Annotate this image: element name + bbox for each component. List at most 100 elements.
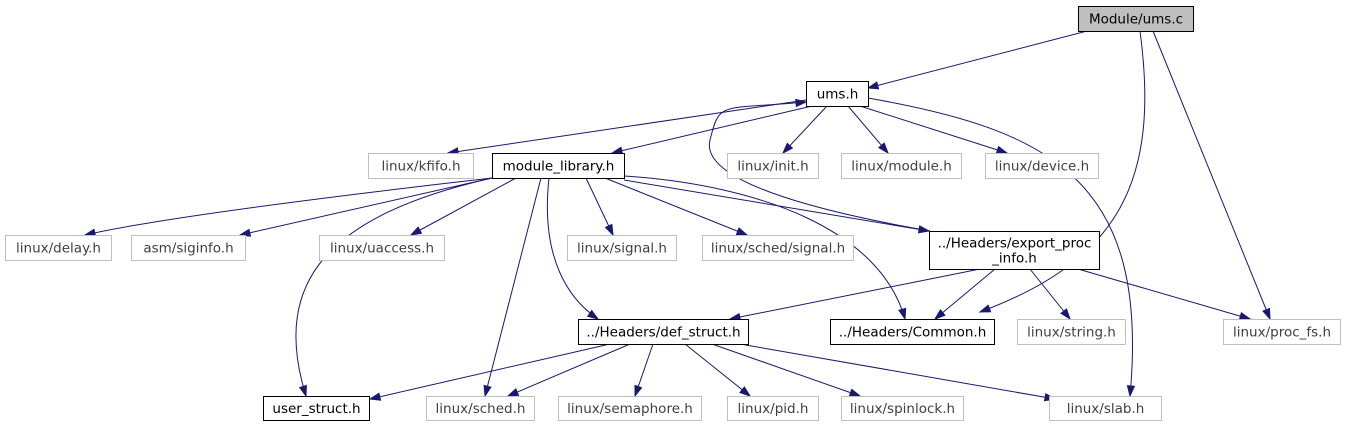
edge-line [585,177,614,236]
arrowhead-icon [877,142,889,155]
node-linux-semaphore-h: linux/semaphore.h [558,396,702,421]
node-linux-proc-fs-h: linux/proc_fs.h [1223,319,1341,345]
arrowhead-icon [1060,308,1071,321]
arrowhead-icon [978,304,992,313]
node-label: linux/pid.h [738,401,809,417]
node-label: linux/semaphore.h [567,401,693,417]
node-ums-h[interactable]: ums.h [806,81,869,107]
node-box [727,396,819,421]
edge-def_struct_h-to-user_struct_h [368,343,611,401]
edge-line [1029,268,1071,320]
node-label: linux/module.h [851,159,952,175]
node-box [841,396,964,421]
edge-ums_h-to-linux_init_h [781,105,828,155]
edge-line [239,177,493,236]
node-label: linux/kfifo.h [381,159,460,175]
node-linux-sched-signal-h: linux/sched/signal.h [702,235,854,261]
arrowhead-icon [898,307,907,321]
edge-line [604,177,748,236]
node-box [702,235,854,261]
arrowhead-icon [739,386,752,397]
arrowhead-icon [1262,307,1271,321]
node-label: linux/string.h [1027,325,1116,341]
edge-line [684,343,751,397]
arrowhead-icon [298,384,307,398]
edge-ums_h-to-linux_module_h [847,105,889,155]
node-export-proc-info-h[interactable]: ../Headers/export_proc_info.h [929,231,1100,270]
edge-module_library_h-to-common_h [623,175,907,321]
edge-def_struct_h-to-linux_pid_h [684,343,752,397]
edge-line [979,30,1146,313]
edge-line [934,268,996,320]
edge-ums_h-to-linux_kfifo_h [446,99,807,156]
arrowhead-icon [368,392,382,401]
node-linux-delay-h: linux/delay.h [5,235,112,261]
arrowhead-icon [795,98,808,108]
edge-line [84,177,493,236]
node-linux-kfifo-h: linux/kfifo.h [368,153,474,179]
edge-module_library_h-to-linux_uaccess_h [409,177,517,236]
edge-line [546,177,599,320]
node-box [1017,319,1126,345]
node-label: linux/slab.h [1067,401,1145,417]
node-box [319,235,445,261]
node-box [1223,319,1341,345]
arrowhead-icon [995,145,1009,154]
edge-module_library_h-to-def_struct_h [546,177,600,320]
node-module-ums-c[interactable]: Module/ums.c [1078,6,1194,32]
edge-line [708,101,931,232]
arrowhead-icon [917,225,931,234]
node-box [558,396,702,421]
arrowhead-icon [848,388,862,397]
edge-module_ums_c-to-ums_h [866,30,1088,90]
edge-module_library_h-to-linux_sched_h [483,177,542,398]
node-label: user_struct.h [272,401,360,417]
node-box [806,81,869,107]
node-box [263,396,370,421]
node-box [5,235,112,261]
edge-line [623,175,906,320]
node-module-library-h[interactable]: module_library.h [492,153,625,179]
node-def-struct-h[interactable]: ../Headers/def_struct.h [578,319,749,345]
edges-layer [83,30,1271,402]
node-user-struct-h[interactable]: user_struct.h [263,396,370,421]
edge-def_struct_h-to-linux_semaphore_h [634,343,654,398]
node-label: asm/siginfo.h [143,241,233,257]
node-common-h[interactable]: ../Headers/Common.h [830,319,995,345]
edge-ums_h-to-linux_device_h [859,105,1009,154]
edge-line [447,99,807,154]
edge-export_proc_info_h-to-common_h [933,268,996,320]
node-box [985,153,1099,179]
arrowhead-icon [1126,385,1136,398]
edge-line [295,177,493,397]
node-label: _info.h [991,251,1037,267]
edge-module_library_h-to-user_struct_h [295,177,493,398]
node-label: ums.h [817,87,859,103]
nodes-layer: Module/ums.c ums.h linux/kfifo.h module_lib… [5,6,1341,421]
edge-ums_h-to-export_proc_info_h [708,98,931,232]
edge-ums_h-to-module_library_h [610,105,813,155]
edge-module_library_h-to-linux_sched_signal_h [604,177,749,236]
node-linux-device-h: linux/device.h [985,153,1099,179]
edge-export_proc_info_h-to-linux_string_h [1029,268,1071,321]
node-box [830,319,995,345]
node-label: linux/signal.h [577,241,667,257]
edge-line [369,343,611,400]
edge-line [729,268,981,320]
edge-line [484,177,542,397]
node-linux-pid-h: linux/pid.h [727,396,819,421]
node-linux-sched-h: linux/sched.h [426,396,535,421]
node-box [578,319,749,345]
edge-line [611,105,813,154]
node-box [492,153,625,179]
edge-line [1077,268,1251,320]
edge-def_struct_h-to-linux_spinlock_h [711,343,862,397]
node-linux-uaccess-h: linux/uaccess.h [319,235,445,261]
node-label: linux/sched/signal.h [711,241,845,257]
edge-module_library_h-to-linux_delay_h [83,177,493,237]
arrowhead-icon [781,142,794,155]
node-box [1049,396,1162,421]
node-box [929,231,1100,270]
edge-module_ums_c-to-linux_proc_fs_h [1152,30,1271,321]
